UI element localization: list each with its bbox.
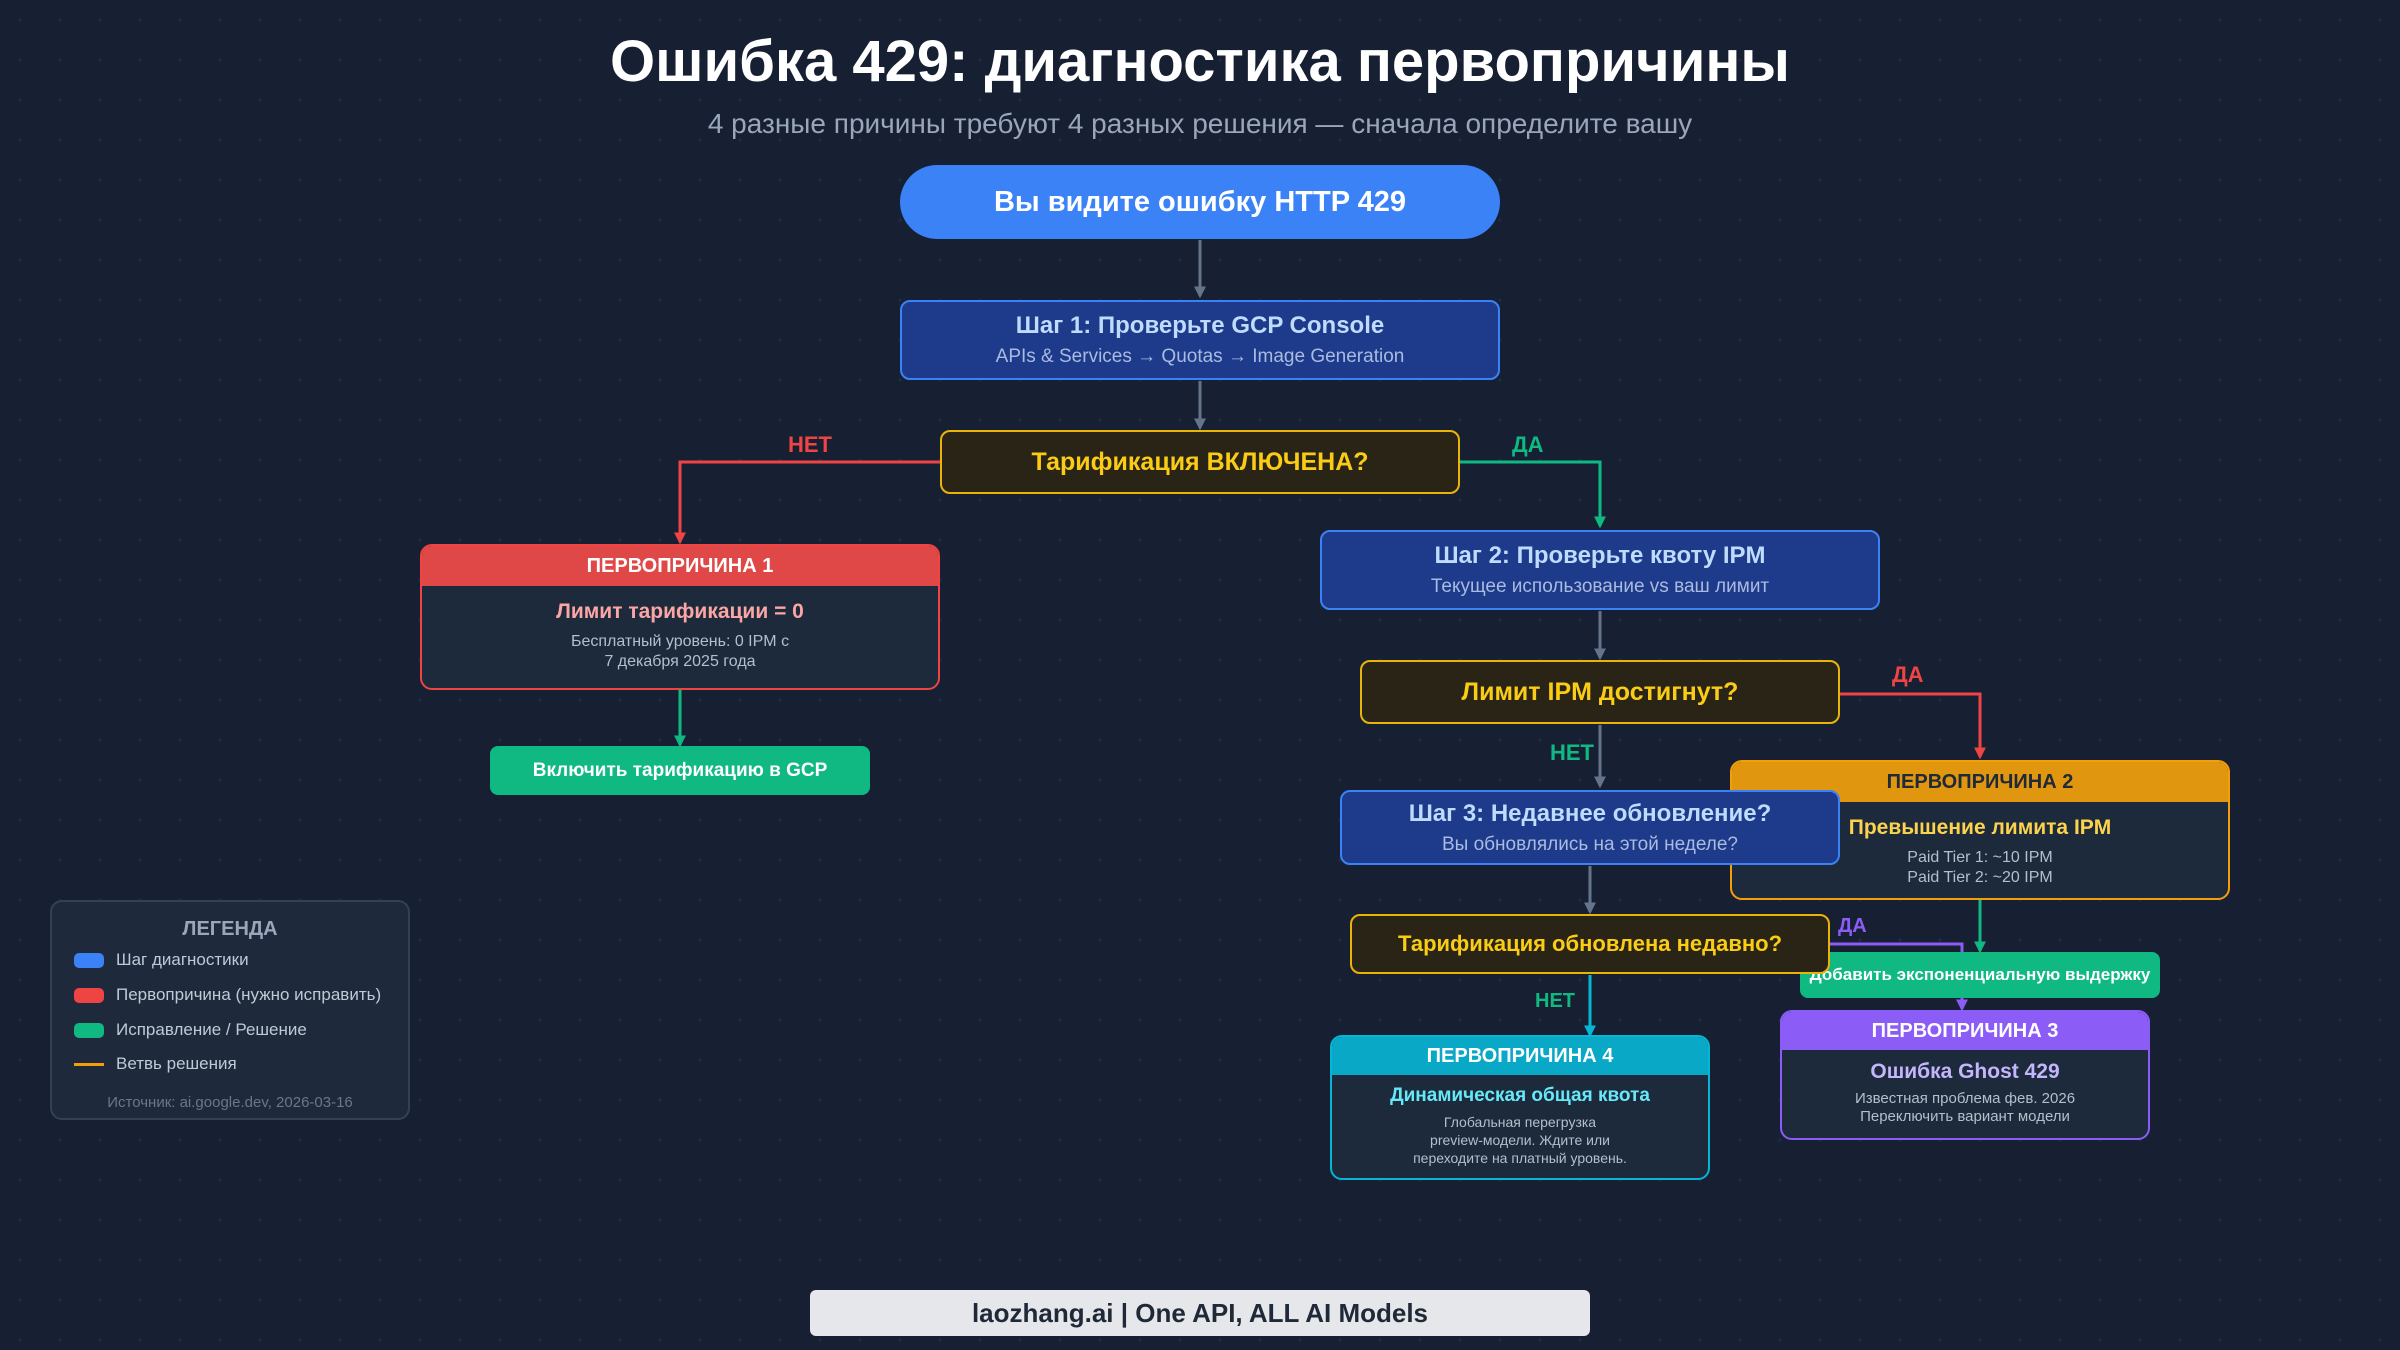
connector-decision1-no xyxy=(674,460,940,545)
branch-label-no-2: НЕТ xyxy=(1550,740,1594,765)
root-cause-2-header: ПЕРВОПРИЧИНА 2 xyxy=(1732,762,2228,802)
step-1-subtitle: APIs & Services → Quotas → Image Generat… xyxy=(995,346,1405,367)
root-cause-1-header: ПЕРВОПРИЧИНА 1 xyxy=(422,546,938,586)
branch-label-no-3: НЕТ xyxy=(1535,990,1575,1012)
fix-enable-billing: Включить тарификацию в GCP xyxy=(490,746,870,795)
root-cause-4-header: ПЕРВОПРИЧИНА 4 xyxy=(1332,1037,1708,1075)
branch-label-yes-3: ДА xyxy=(1838,915,1867,937)
legend-title: ЛЕГЕНДА xyxy=(182,918,278,940)
step-3-title: Шаг 3: Недавнее обновление? xyxy=(1408,799,1772,827)
legend-item-label: Шаг диагностики xyxy=(116,950,249,969)
root-cause-2-title: Превышение лимита IPM xyxy=(1848,816,2112,839)
legend-swatch-red xyxy=(74,987,104,1003)
connector-decision2-yes xyxy=(1840,692,1986,760)
root-cause-1-title: Лимит тарификации = 0 xyxy=(556,600,804,623)
connector-decision1-yes xyxy=(1460,460,1606,529)
legend-swatch-line xyxy=(74,1062,104,1066)
legend-item-step: Шаг диагностики xyxy=(74,950,249,970)
root-cause-2-description: Paid Tier 1: ~10 IPM Paid Tier 2: ~20 IP… xyxy=(1907,849,2053,886)
root-cause-3-title: Ошибка Ghost 429 xyxy=(1870,1060,2060,1083)
step-2-title: Шаг 2: Проверьте квоту IPM xyxy=(1434,542,1766,569)
step-3-subtitle: Вы обновлялись на этой неделе? xyxy=(1442,833,1738,855)
legend-swatch-green xyxy=(74,1022,104,1038)
root-cause-1-card: ПЕРВОПРИЧИНА 1 Лимит тарификации = 0 Бес… xyxy=(420,544,940,690)
legend-item-fix: Исправление / Решение xyxy=(74,1020,307,1040)
legend: ЛЕГЕНДА Шаг диагностики Первопричина (ну… xyxy=(50,900,410,1120)
step-3-node: Шаг 3: Недавнее обновление? Вы обновляли… xyxy=(1340,790,1840,865)
step-2-node: Шаг 2: Проверьте квоту IPM Текущее испол… xyxy=(1320,530,1880,610)
decision-billing-enabled: Тарификация ВКЛЮЧЕНА? xyxy=(940,430,1460,494)
page-title: Ошибка 429: диагностика первопричины xyxy=(610,29,1790,94)
root-cause-1-description: Бесплатный уровень: 0 IPM с 7 декабря 20… xyxy=(570,633,790,670)
branch-label-yes-2: ДА xyxy=(1892,662,1924,687)
step-2-subtitle: Текущее использование vs ваш лимит xyxy=(1430,576,1770,597)
footer-banner: laozhang.ai | One API, ALL AI Models xyxy=(810,1290,1590,1336)
decision-billing-updated-recently: Тарификация обновлена недавно? xyxy=(1350,914,1830,974)
legend-item-branch: Ветвь решения xyxy=(74,1054,237,1074)
branch-label-no: НЕТ xyxy=(788,432,832,457)
branch-label-yes: ДА xyxy=(1512,432,1544,457)
legend-source: Источник: ai.google.dev, 2026-03-16 xyxy=(107,1094,353,1111)
root-cause-4-card: ПЕРВОПРИЧИНА 4 Динамическая общая квота … xyxy=(1330,1035,1710,1180)
root-cause-4-description: Глобальная перегрузка preview-модели. Жд… xyxy=(1413,1114,1627,1166)
root-cause-3-header: ПЕРВОПРИЧИНА 3 xyxy=(1782,1012,2148,1050)
legend-item-label: Исправление / Решение xyxy=(116,1020,307,1039)
start-node: Вы видите ошибку HTTP 429 xyxy=(900,165,1500,239)
legend-item-root-cause: Первопричина (нужно исправить) xyxy=(74,985,381,1005)
step-1-title: Шаг 1: Проверьте GCP Console xyxy=(1015,312,1385,339)
fix-exponential-backoff: Добавить экспоненциальную выдержку xyxy=(1800,952,2160,998)
legend-item-label: Первопричина (нужно исправить) xyxy=(116,985,382,1004)
step-1-node: Шаг 1: Проверьте GCP Console APIs & Serv… xyxy=(900,300,1500,380)
page-subtitle: 4 разные причины требуют 4 разных решени… xyxy=(707,108,1693,139)
legend-item-label: Ветвь решения xyxy=(116,1054,237,1073)
root-cause-3-description: Известная проблема фев. 2026 Переключить… xyxy=(1854,1090,2076,1125)
root-cause-4-title: Динамическая общая квота xyxy=(1390,1085,1650,1106)
root-cause-3-card: ПЕРВОПРИЧИНА 3 Ошибка Ghost 429 Известна… xyxy=(1780,1010,2150,1140)
legend-swatch-blue xyxy=(74,952,104,968)
decision-ipm-limit-reached: Лимит IPM достигнут? xyxy=(1360,660,1840,724)
